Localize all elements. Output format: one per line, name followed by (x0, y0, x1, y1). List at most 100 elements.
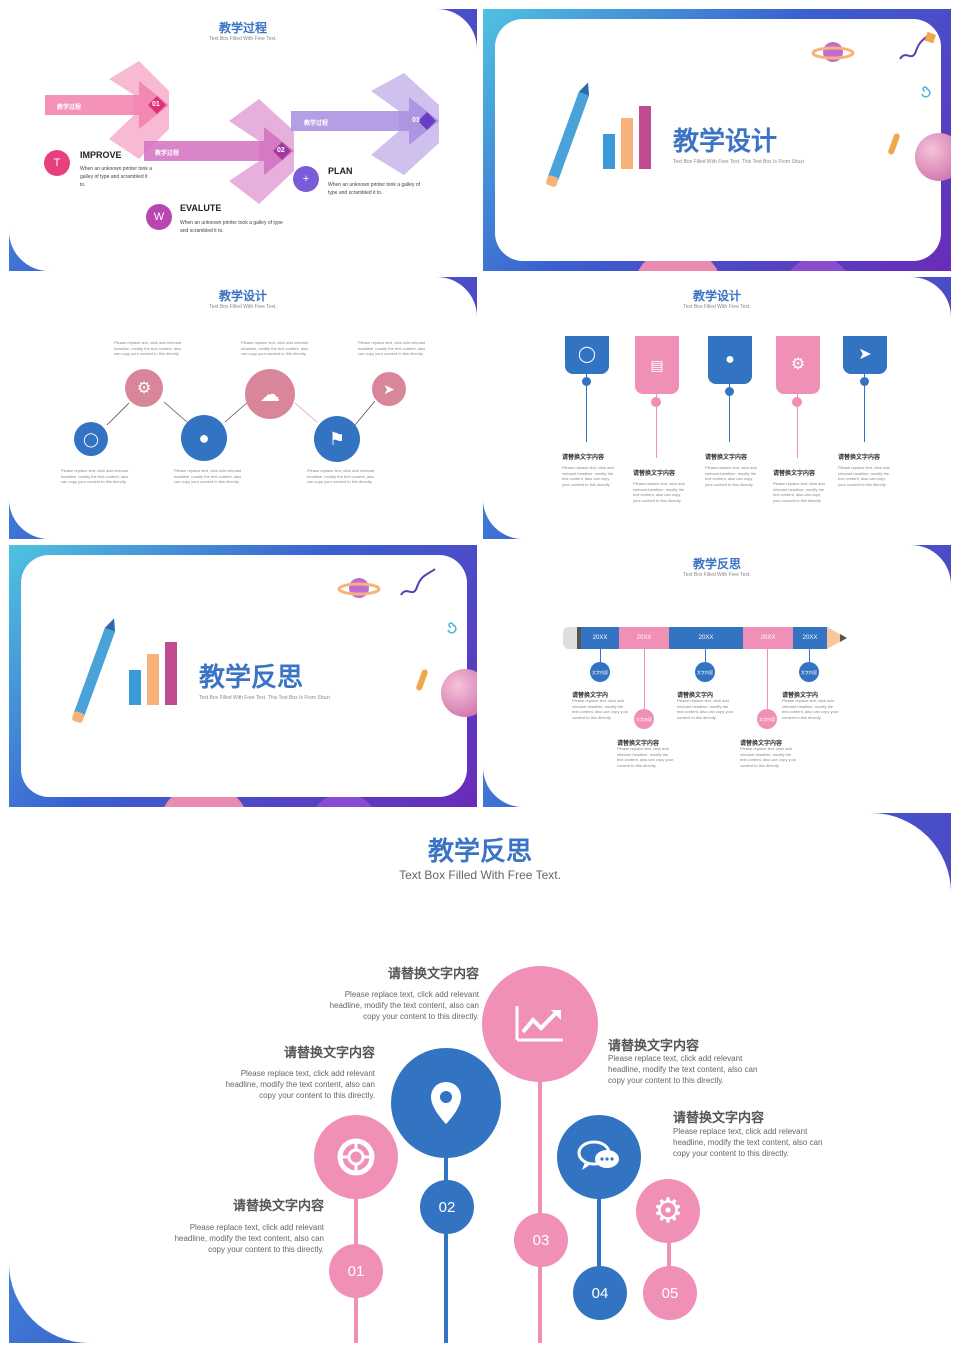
item-text: Please replace text, click add relevant … (174, 1223, 324, 1254)
item-heading: 请替换文字内容 (705, 454, 748, 461)
arrow-3-up (371, 73, 439, 175)
timeline-segment: 20XX (793, 627, 827, 649)
page-subtitle: Text Box Filled With Free Text. (209, 36, 277, 42)
diamond-1 (148, 96, 166, 114)
timeline-marker: 文字内容 (799, 662, 819, 682)
timeline-marker: 文字内容 (590, 662, 610, 682)
stem (444, 1133, 448, 1343)
page-title: 教学反思 (692, 557, 741, 571)
letter-badge: W (146, 204, 172, 230)
slide-5: 教学反思 Text Box Filled With Free Text. Thi… (9, 545, 477, 807)
page-subtitle: Text Box Filled With Free Text. (683, 572, 751, 578)
slide-1: 教学过程 Text Box Filled With Free Text. 教学过… (9, 9, 477, 271)
page-subtitle: Text Box Filled With Free Text. (399, 868, 561, 882)
slide-6: 教学反思 Text Box Filled With Free Text. 20X… (483, 545, 951, 807)
arrow-1 (45, 81, 169, 129)
slide-2: 教学设计 Text Box Filled With Free Text. Thi… (483, 9, 951, 271)
timeline-segment: 20XX (581, 627, 619, 649)
page-subtitle: Text Box Filled With Free Text. This Tex… (673, 159, 804, 165)
diamond-2 (273, 142, 291, 160)
item-text: Please replace text, click add relevant … (329, 990, 479, 1021)
chat-icon (557, 1115, 641, 1199)
timeline-stem (586, 374, 587, 442)
bulb-icon: ◯ (565, 336, 609, 374)
squiggle-icon (400, 568, 436, 596)
item-heading: 请替换文字内 (782, 692, 819, 699)
item-text: Please replace text, click add relevant … (572, 698, 629, 720)
page-title: 教学设计 (218, 289, 267, 303)
flag-icon: ⚑ (314, 416, 360, 462)
item-text: Please replace text, click add relevant … (782, 698, 839, 720)
timeline-stem (729, 384, 730, 442)
item-heading: 请替换文字内容 (608, 1039, 700, 1054)
arrow-label: 教学过程 (304, 120, 329, 127)
gear-icon: ⚙ (636, 1179, 700, 1243)
page-title: 教学反思 (427, 837, 532, 867)
page-subtitle: Text Box Filled With Free Text. (683, 304, 751, 310)
item-text: When an unknown printer took a galley of… (328, 182, 420, 196)
item-text: When an unknown printer took a galley of… (180, 220, 283, 234)
bar-chart-icon (603, 106, 651, 169)
item-heading: 请替换文字内 (677, 692, 714, 699)
timeline-stem (705, 649, 706, 663)
stem (597, 1188, 601, 1293)
stem (667, 1218, 671, 1298)
bar-chart-icon (129, 642, 177, 705)
item-heading: 请替换文字内容 (673, 1111, 765, 1126)
letter-badge: + (293, 166, 319, 192)
slide-3: 教学设计 Text Box Filled With Free Text. Ple… (9, 277, 477, 539)
timeline-stem (644, 649, 645, 711)
number-badge: 01 (329, 1244, 383, 1298)
gear-icon: ⚙ (125, 369, 163, 407)
number-badge: 05 (643, 1266, 697, 1320)
number-badge: 02 (420, 1180, 474, 1234)
gear-icon: ⚙ (776, 336, 820, 394)
item-text: Please replace text, click add relevant … (562, 465, 614, 487)
item-heading: IMPROVE (80, 150, 122, 160)
item-text: Please replace text, click add relevant … (705, 465, 757, 487)
number-badge: 03 (514, 1213, 568, 1267)
item-heading: 请替换文字内容 (562, 454, 605, 461)
timeline-marker: 文字内容 (757, 709, 777, 729)
item-heading: 请替换文字内容 (773, 470, 816, 477)
slide-card (483, 277, 951, 539)
trend-chart-icon (482, 966, 598, 1082)
timeline-marker: 文字内容 (695, 662, 715, 682)
item-text: Please replace text, click add relevant … (241, 340, 309, 356)
cloud-icon: ☁ (245, 369, 295, 419)
pencil-icon (72, 618, 116, 723)
item-heading: 请替换文字内容 (617, 740, 660, 747)
page-title: 教学反思 (199, 663, 304, 693)
timeline-stem (767, 649, 768, 711)
pencil-band (577, 627, 581, 649)
slide-card (9, 277, 477, 539)
saturn-icon (811, 42, 855, 62)
item-heading: PLAN (328, 166, 353, 176)
timeline-dot (582, 377, 591, 386)
saturn-icon (337, 578, 381, 598)
pencil-tip (827, 627, 847, 649)
slide-4: 教学设计 Text Box Filled With Free Text. ◯ 请… (483, 277, 951, 539)
lifebuoy-icon (314, 1115, 398, 1199)
page-subtitle: Text Box Filled With Free Text. This Tex… (199, 695, 330, 701)
page-title: 教学设计 (692, 289, 741, 303)
item-heading: 请替换文字内容 (740, 740, 783, 747)
page-subtitle: Text Box Filled With Free Text. (209, 304, 277, 310)
arrow-label: 教学过程 (155, 150, 180, 157)
item-text: Please replace text, click add relevant … (677, 698, 734, 720)
step-number: 02 (277, 147, 285, 154)
timeline-dot (860, 377, 869, 386)
stem (538, 1078, 542, 1343)
item-text: Please replace text, click add relevant … (307, 468, 375, 484)
arrow-3 (291, 97, 439, 145)
timeline-dot (651, 397, 661, 407)
item-text: Please replace text, click add relevant … (225, 1069, 375, 1100)
item-text: Please replace text, click add relevant … (673, 1127, 823, 1158)
send-icon: ➤ (843, 336, 887, 374)
item-text: Please replace text, click add relevant … (633, 481, 685, 503)
timeline-dot (792, 397, 802, 407)
item-text: Please replace text, click add relevant … (61, 468, 129, 484)
diamond-3 (418, 112, 436, 130)
timeline-stem (600, 649, 601, 663)
bulb-icon: ◯ (74, 422, 108, 456)
